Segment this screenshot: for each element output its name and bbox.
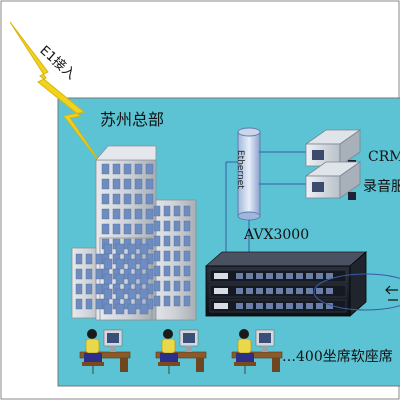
agent-seats-label: …400坐席软座席 <box>282 349 393 365</box>
agent-workstation-icon <box>231 329 283 374</box>
uplink-arrows-icon <box>385 285 398 301</box>
crm-server-icon <box>304 129 362 168</box>
recording-server-label: 录音服 <box>363 179 400 195</box>
agent-workstation-icon <box>79 329 131 374</box>
avx3000-label: AVX3000 <box>244 227 310 243</box>
ethernet-label: Ethernet <box>235 150 245 189</box>
pbx-rack-icon <box>204 251 368 317</box>
recording-server-icon <box>304 161 362 200</box>
agent-workstation-icon <box>155 329 207 374</box>
office-building-icon <box>71 145 197 321</box>
headquarters-label: 苏州总部 <box>100 110 165 129</box>
uplink-loop <box>313 273 400 311</box>
crm-server-label: CRM服 <box>368 149 400 165</box>
ethernet-bus-icon <box>237 127 261 221</box>
